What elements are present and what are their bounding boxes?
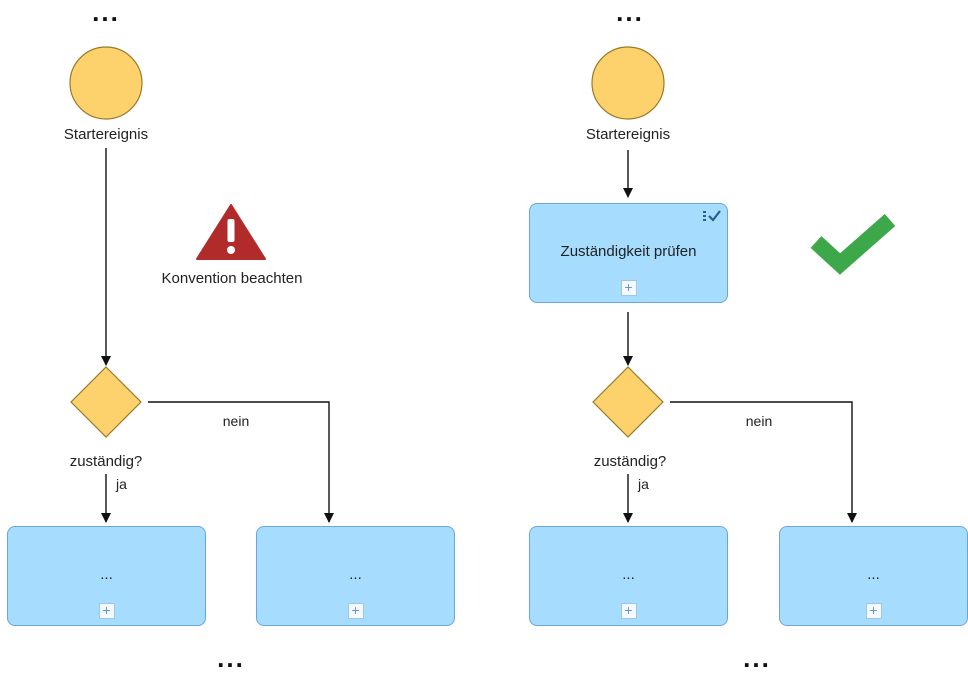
warning-label: Konvention beachten xyxy=(161,270,303,287)
task-text: ... xyxy=(100,566,113,584)
plus-icon[interactable]: + xyxy=(98,603,115,619)
task-check-label: Zuständigkeit prüfen xyxy=(560,243,697,261)
no-label-right: nein xyxy=(745,413,773,429)
start-event-label-right: Startereignis xyxy=(585,126,671,143)
task-text: ... xyxy=(349,566,362,584)
task-no-right[interactable]: ... + xyxy=(779,526,968,626)
no-label-left: nein xyxy=(222,413,250,429)
start-event-right[interactable] xyxy=(591,46,665,120)
yes-label-left: ja xyxy=(116,476,127,492)
plus-icon[interactable]: + xyxy=(620,280,637,296)
start-event-left[interactable] xyxy=(69,46,143,120)
gateway-label-left: zuständig? xyxy=(69,453,143,470)
checkmark-icon xyxy=(810,213,896,275)
checklist-icon xyxy=(703,209,721,227)
task-yes-right[interactable]: ... + xyxy=(529,526,728,626)
task-check-responsibility[interactable]: Zuständigkeit prüfen + xyxy=(529,203,728,303)
bottom-ellipsis-left: ... xyxy=(217,643,245,673)
task-no-left[interactable]: ... + xyxy=(256,526,455,626)
gateway-label-right: zuständig? xyxy=(593,453,667,470)
top-ellipsis-left: ... xyxy=(92,0,120,27)
plus-icon[interactable]: + xyxy=(865,603,882,619)
yes-label-right: ja xyxy=(638,476,649,492)
flow-no-right xyxy=(670,401,857,523)
task-yes-left[interactable]: ... + xyxy=(7,526,206,626)
plus-icon[interactable]: + xyxy=(347,603,364,619)
task-text: ... xyxy=(867,566,880,584)
gateway-left[interactable] xyxy=(70,366,142,438)
top-ellipsis-right: ... xyxy=(616,0,644,27)
start-event-label-left: Startereignis xyxy=(63,126,149,143)
flow-no-left xyxy=(148,401,334,523)
plus-icon[interactable]: + xyxy=(620,603,637,619)
warning-triangle-icon xyxy=(196,204,266,260)
bottom-ellipsis-right: ... xyxy=(743,643,771,673)
task-text: ... xyxy=(622,566,635,584)
gateway-right[interactable] xyxy=(592,366,664,438)
